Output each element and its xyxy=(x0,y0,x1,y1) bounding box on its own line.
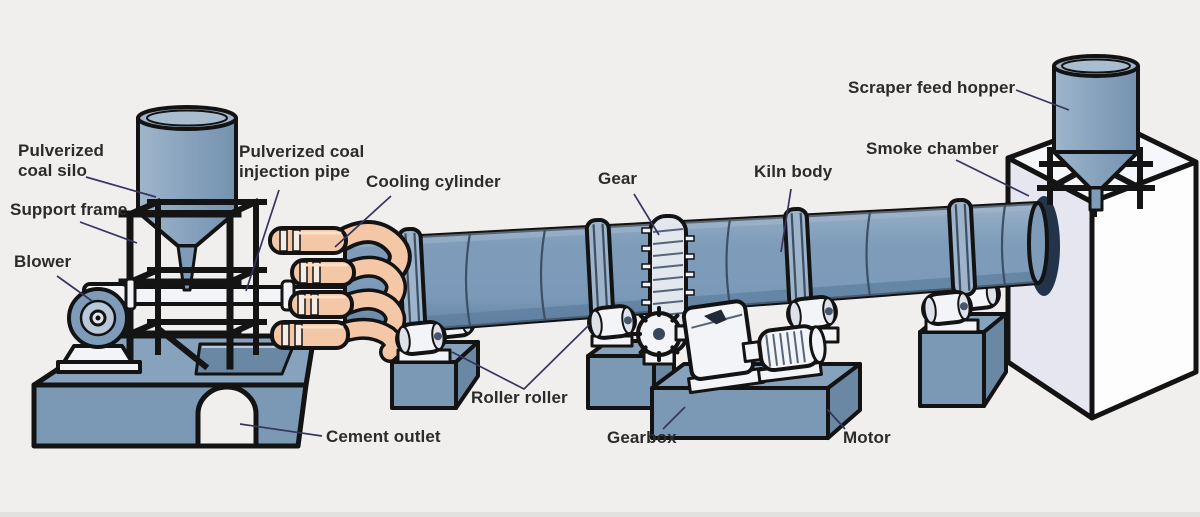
label-pulverized-coal-injection-pipe: Pulverized coal injection pipe xyxy=(239,142,365,181)
label-blower: Blower xyxy=(14,252,72,271)
roller xyxy=(395,320,447,356)
label-motor: Motor xyxy=(843,428,891,447)
roller xyxy=(786,295,838,331)
drive-station xyxy=(586,295,862,440)
label-pulverized-coal-silo: Pulverized coal silo xyxy=(18,141,105,180)
bottom-edge xyxy=(0,512,1200,517)
roller xyxy=(587,304,637,340)
label-cement-outlet: Cement outlet xyxy=(326,427,441,446)
cement-outlet-arch xyxy=(195,384,259,449)
label-gear: Gear xyxy=(598,169,638,188)
roller-station-left xyxy=(390,320,480,410)
kiln-end-rim xyxy=(1027,201,1049,285)
label-roller: Roller roller xyxy=(471,388,568,407)
label-cooling-cylinder: Cooling cylinder xyxy=(366,172,501,191)
blower xyxy=(56,277,142,374)
label-kiln-body: Kiln body xyxy=(754,162,833,181)
label-smoke-chamber: Smoke chamber xyxy=(866,139,999,158)
roller xyxy=(921,290,973,326)
label-scraper-feed-hopper: Scraper feed hopper xyxy=(848,78,1016,97)
leader-lines xyxy=(56,89,1070,437)
label-gearbox: Gearbox xyxy=(607,428,677,447)
gearbox xyxy=(681,299,766,395)
roller-station-right xyxy=(918,290,1008,408)
label-support-frame: Support frame xyxy=(10,200,128,219)
cooling-cylinder xyxy=(268,220,412,363)
motor xyxy=(741,324,827,384)
